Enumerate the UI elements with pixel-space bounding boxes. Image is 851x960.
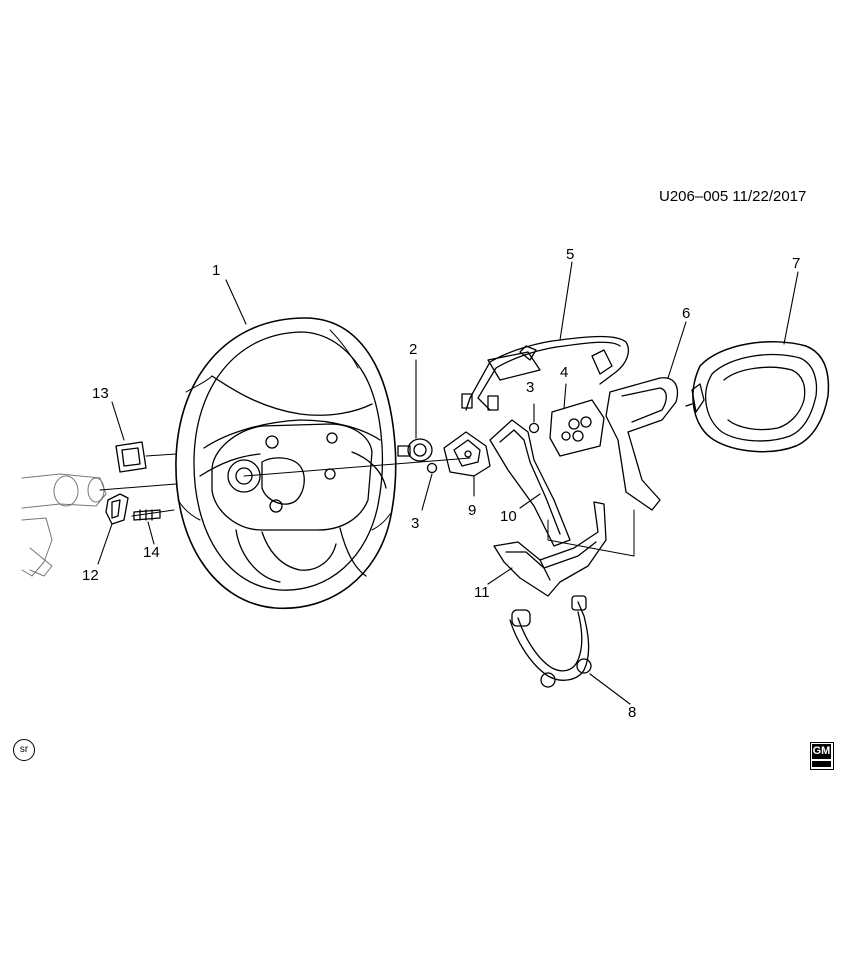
callout-1: 1 <box>212 262 221 279</box>
part-11-lower-bezel <box>493 501 607 597</box>
callout-8: 8 <box>628 704 637 721</box>
part-9-switch <box>443 431 491 477</box>
part-6-bezel <box>605 377 679 511</box>
assembly-line <box>131 509 175 517</box>
sr-badge: sr <box>13 739 35 761</box>
part-3-washer <box>426 462 438 474</box>
assembly-line <box>547 509 635 557</box>
part-7-airbag <box>685 341 830 453</box>
assembly-line <box>243 457 471 477</box>
part-12-clip <box>105 493 129 525</box>
callout-12: 12 <box>82 567 99 584</box>
part-13-cover <box>115 441 177 473</box>
steering-wheel <box>175 317 397 610</box>
steering-column <box>21 473 107 577</box>
callout-14: 14 <box>143 544 160 561</box>
callout-5: 5 <box>566 246 575 263</box>
part-2-nut <box>397 438 433 462</box>
callout-10: 10 <box>500 508 517 525</box>
callout-3: 3 <box>526 379 535 396</box>
part-10-bezel <box>489 419 571 547</box>
part-4-switch <box>549 399 605 457</box>
callout-2: 2 <box>409 341 418 358</box>
part-5-harness <box>461 335 630 411</box>
callout-9: 9 <box>468 502 477 519</box>
gm-logo: GM <box>810 742 834 770</box>
gm-logo-usa-strip <box>812 761 831 767</box>
part-3-washer <box>528 422 540 434</box>
callout-13: 13 <box>92 385 109 402</box>
callout-6: 6 <box>682 305 691 322</box>
callout-3: 3 <box>411 515 420 532</box>
callout-4: 4 <box>560 364 569 381</box>
gm-logo-mark: GM <box>812 744 831 759</box>
callout-7: 7 <box>792 255 801 272</box>
part-8-harness <box>509 595 592 688</box>
diagram-reference: U206–005 11/22/2017 <box>659 188 807 205</box>
part-14-screw <box>133 509 161 521</box>
callout-11: 11 <box>474 584 490 601</box>
leader-lines <box>97 261 799 705</box>
assembly-line <box>99 483 177 491</box>
